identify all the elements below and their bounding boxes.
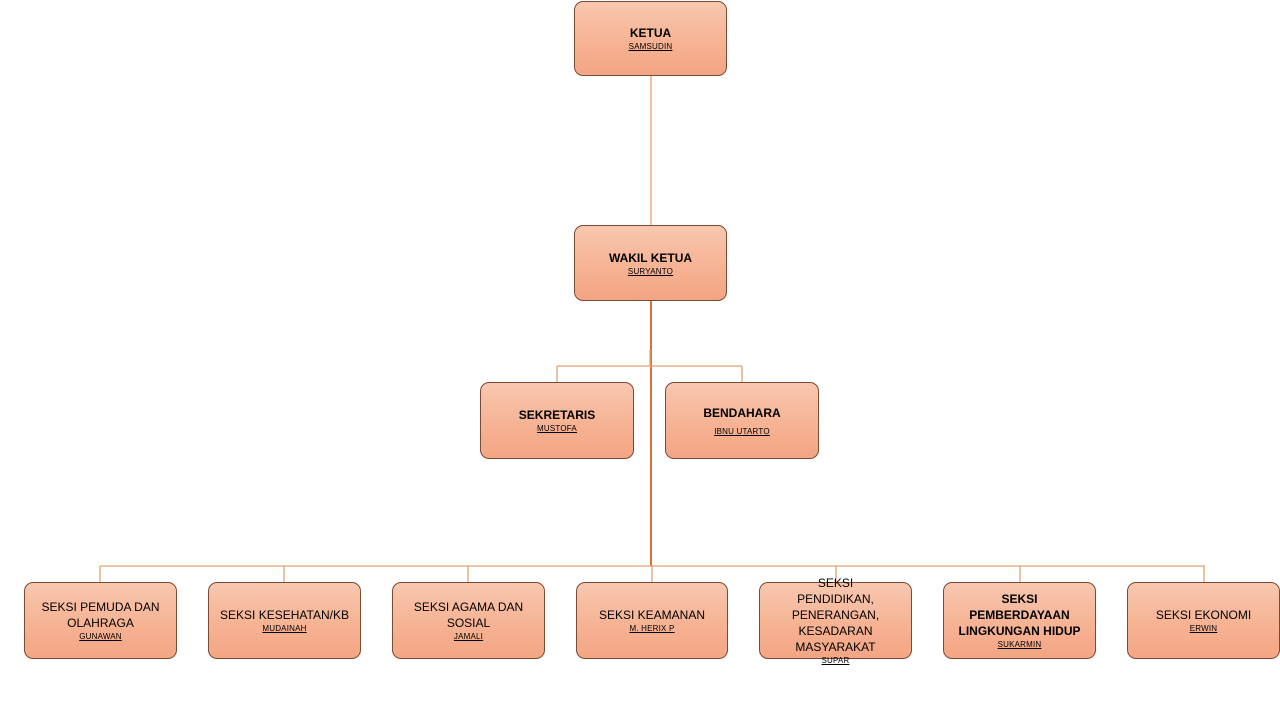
box-wakil-ketua[interactable]: WAKIL KETUA SURYANTO — [574, 225, 727, 301]
sekretaris-name: MUSTOFA — [537, 424, 577, 433]
wakil-name: SURYANTO — [627, 266, 674, 276]
ketua-name: SAMSUDIN — [628, 42, 673, 51]
bendahara-name: IBNU UTARTO — [714, 426, 770, 436]
box-seksi-keamanan[interactable]: SEKSI KEAMANAN M. HERIX P — [576, 582, 728, 659]
seksi-title: SEKSI AGAMA DAN SOSIAL — [413, 600, 524, 630]
ketua-title: KETUA — [629, 26, 672, 40]
seksi-name: JAMALI — [453, 632, 484, 641]
seksi-title: SEKSI PEMBERDAYAAN LINGKUNGAN HIDUP — [958, 592, 1081, 638]
box-bendahara[interactable]: BENDAHARA IBNU UTARTO — [665, 382, 819, 459]
box-seksi-ekonomi[interactable]: SEKSI EKONOMI ERWIN — [1127, 582, 1280, 659]
seksi-title: SEKSI KEAMANAN — [598, 608, 706, 622]
bendahara-title: BENDAHARA — [703, 405, 781, 420]
wakil-title: WAKIL KETUA — [608, 250, 693, 265]
box-seksi-agama[interactable]: SEKSI AGAMA DAN SOSIAL JAMALI — [392, 582, 545, 659]
seksi-title: SEKSI PEMUDA DAN OLAHRAGA — [41, 600, 160, 630]
box-seksi-lingkungan[interactable]: SEKSI PEMBERDAYAAN LINGKUNGAN HIDUP SUKA… — [943, 582, 1096, 659]
seksi-name: M. HERIX P — [629, 624, 675, 633]
seksi-name: ERWIN — [1189, 624, 1218, 633]
seksi-name: SUPAR — [821, 656, 850, 665]
seksi-title: SEKSI KESEHATAN/KB — [220, 608, 349, 622]
box-seksi-pemuda[interactable]: SEKSI PEMUDA DAN OLAHRAGA GUNAWAN — [24, 582, 177, 659]
box-seksi-kesehatan[interactable]: SEKSI KESEHATAN/KB MUDAINAH — [208, 582, 361, 659]
box-sekretaris[interactable]: SEKRETARIS MUSTOFA — [480, 382, 634, 459]
sekretaris-title: SEKRETARIS — [518, 408, 596, 422]
seksi-title: SEKSI EKONOMI — [1155, 608, 1252, 622]
seksi-name: MUDAINAH — [262, 624, 307, 633]
seksi-title: SEKSI PENDIDIKAN, PENERANGAN, KESADARAN … — [791, 576, 880, 654]
seksi-name: GUNAWAN — [79, 632, 122, 641]
box-ketua[interactable]: KETUA SAMSUDIN — [574, 1, 727, 76]
seksi-name: SUKARMIN — [997, 640, 1042, 649]
box-seksi-pendidikan[interactable]: SEKSI PENDIDIKAN, PENERANGAN, KESADARAN … — [759, 576, 912, 665]
